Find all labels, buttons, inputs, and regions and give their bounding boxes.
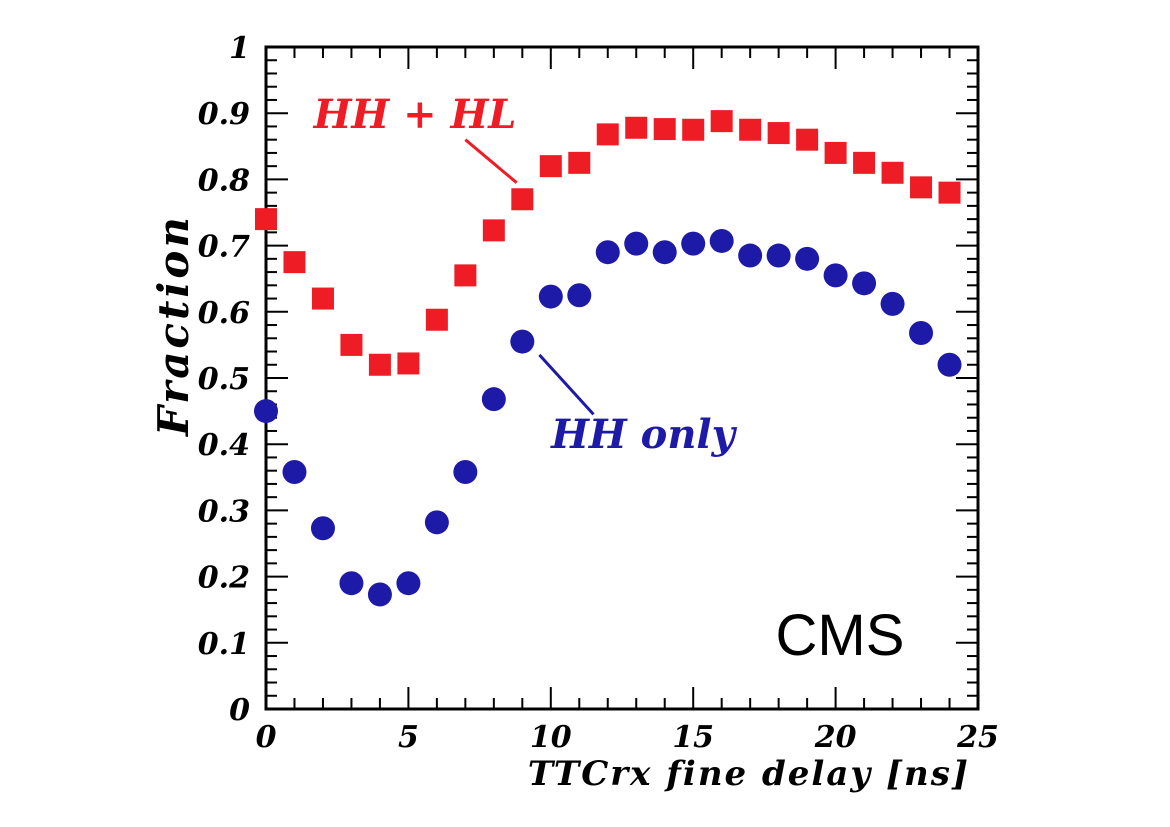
data-point-circle <box>367 582 392 607</box>
y-tick-label: 0 <box>229 693 250 728</box>
data-point-circle <box>937 352 962 377</box>
data-point-square <box>596 123 619 146</box>
data-point-square <box>425 308 448 331</box>
data-point-square <box>796 128 819 151</box>
y-tick-label: 0.1 <box>198 627 250 662</box>
data-point-circle <box>282 460 307 485</box>
x-tick-label: 0 <box>256 720 277 755</box>
y-tick-label: 0.5 <box>198 362 250 397</box>
annotations: HH + HL HH only CMS <box>313 91 905 668</box>
data-point-square <box>368 353 391 376</box>
data-point-circle <box>424 510 449 535</box>
data-point-circle <box>339 571 364 596</box>
data-point-circle <box>795 246 820 271</box>
hh-hl-pointer-line <box>464 138 518 184</box>
y-axis-tick-labels: 0 0.1 0.2 0.3 0.4 0.5 0.6 0.7 0.8 0.9 1 <box>198 31 250 728</box>
x-tick-label: 5 <box>398 720 419 755</box>
data-point-square <box>739 118 762 141</box>
data-point-square <box>340 333 363 356</box>
series <box>254 110 962 607</box>
data-point-circle <box>738 243 763 268</box>
data-point-circle <box>481 387 506 412</box>
y-tick-label: 0.8 <box>198 163 250 198</box>
data-point-circle <box>453 460 478 485</box>
x-tick-label: 15 <box>672 720 714 755</box>
data-point-square <box>255 208 277 231</box>
data-point-circle <box>595 240 620 265</box>
data-point-square <box>767 122 790 145</box>
series-hh-hl <box>255 110 961 376</box>
x-axis-tick-labels: 0 5 10 15 20 25 <box>256 720 999 755</box>
y-tick-label: 0.6 <box>198 296 250 331</box>
x-axis-title: TTCrx fine delay [ns] <box>528 754 970 794</box>
data-point-square <box>454 264 477 287</box>
data-point-square <box>824 141 847 164</box>
data-point-square <box>881 161 904 184</box>
data-point-square <box>710 110 733 133</box>
data-point-circle <box>909 320 934 345</box>
data-point-circle <box>852 271 877 296</box>
data-point-circle <box>681 231 706 256</box>
y-tick-label: 1 <box>229 31 250 66</box>
y-tick-label: 0.3 <box>198 494 250 529</box>
x-tick-label: 20 <box>814 720 857 755</box>
data-point-circle <box>709 228 734 253</box>
data-point-circle <box>254 399 278 424</box>
hh-only-pointer-line <box>538 353 595 416</box>
data-point-square <box>397 352 420 375</box>
data-point-square <box>311 287 334 310</box>
x-tick-label: 25 <box>956 720 999 755</box>
axes: 0 5 10 15 20 25 0 0.1 0.2 0.3 0.4 0.5 0.6 0.7 0.8 0.9 1 <box>198 31 999 755</box>
cms-label: CMS <box>776 603 905 668</box>
data-point-circle <box>652 240 677 265</box>
y-tick-label: 0.4 <box>198 428 250 463</box>
data-point-circle <box>538 284 563 309</box>
hh-only-series-label: HH only <box>550 411 737 458</box>
y-axis-title: Fraction <box>149 214 198 437</box>
data-point-circle <box>624 231 649 256</box>
data-point-square <box>938 181 961 204</box>
data-point-square <box>910 176 933 199</box>
data-point-circle <box>766 243 791 268</box>
data-point-circle <box>567 283 592 308</box>
y-tick-label: 0.2 <box>198 561 250 596</box>
data-point-square <box>568 151 591 174</box>
series-hh-only <box>254 228 962 607</box>
data-point-square <box>853 151 876 174</box>
data-point-circle <box>396 571 421 596</box>
data-point-square <box>511 188 534 211</box>
data-point-square <box>283 251 306 274</box>
data-point-square <box>539 155 562 178</box>
data-point-circle <box>823 263 848 288</box>
y-axis-ticks <box>266 46 978 710</box>
x-axis-ticks <box>265 47 979 709</box>
data-point-square <box>482 219 505 242</box>
data-point-square <box>653 118 676 141</box>
data-point-circle <box>510 329 535 354</box>
y-tick-label: 0.7 <box>198 230 250 265</box>
data-point-circle <box>880 291 905 316</box>
data-point-circle <box>310 516 335 541</box>
x-tick-label: 10 <box>530 720 572 755</box>
y-tick-label: 0.9 <box>198 97 250 132</box>
hh-hl-series-label: HH + HL <box>313 91 517 138</box>
data-point-square <box>625 116 648 139</box>
data-point-square <box>682 118 705 141</box>
